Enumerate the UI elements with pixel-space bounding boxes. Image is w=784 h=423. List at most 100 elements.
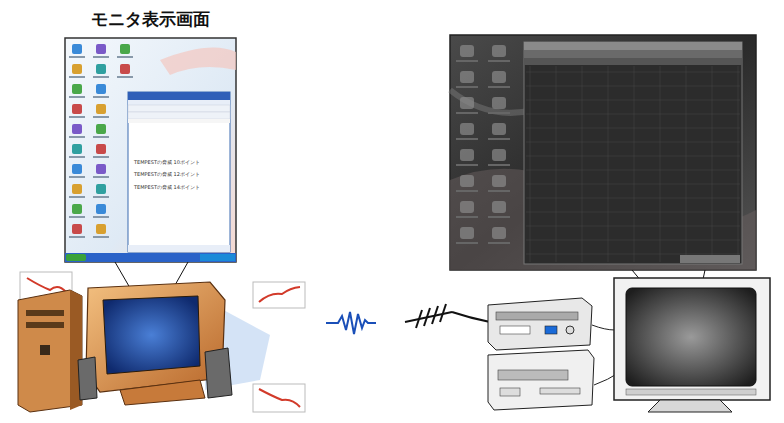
desktop-screenshot bbox=[69, 44, 133, 238]
desktop-screenshot bbox=[93, 196, 109, 198]
desktop-screenshot bbox=[93, 236, 109, 238]
desktop-screenshot bbox=[96, 144, 106, 154]
desktop-screenshot bbox=[72, 224, 82, 234]
desktop-screenshot bbox=[66, 254, 86, 261]
emission-marks bbox=[27, 278, 66, 292]
reconstructed-screen bbox=[524, 42, 742, 264]
desktop-screenshot bbox=[72, 204, 82, 214]
desktop-screenshot bbox=[69, 236, 85, 238]
antenna bbox=[432, 306, 438, 324]
personal-computer bbox=[86, 282, 225, 392]
receiver-devices bbox=[498, 370, 568, 380]
desktop-screenshot bbox=[93, 136, 109, 138]
display-monitor bbox=[626, 288, 756, 386]
display-monitor bbox=[626, 389, 756, 395]
radio-wave bbox=[326, 312, 376, 334]
reconstructed-screen bbox=[492, 45, 506, 57]
screen-text: TEMPESTの脅威 10ポイント bbox=[134, 160, 200, 165]
screen-text: TEMPESTの脅威 12ポイント bbox=[134, 172, 200, 177]
desktop-screenshot bbox=[69, 216, 85, 218]
reconstructed-screen bbox=[526, 184, 740, 185]
desktop-screenshot bbox=[65, 38, 236, 262]
desktop-screenshot bbox=[128, 119, 230, 123]
reconstructed-screen bbox=[492, 149, 506, 161]
antenna bbox=[405, 304, 490, 328]
reconstructed-screen bbox=[526, 114, 740, 115]
reconstructed-screen bbox=[488, 242, 510, 244]
personal-computer bbox=[18, 290, 82, 412]
reconstructed-screen bbox=[608, 66, 609, 262]
receiver-devices bbox=[540, 388, 580, 394]
desktop-screenshot bbox=[128, 112, 230, 119]
desktop-screenshot bbox=[69, 56, 85, 58]
reconstructed-screen bbox=[526, 128, 740, 129]
antenna bbox=[440, 304, 446, 322]
reconstructed-screen bbox=[526, 100, 740, 101]
reconstructed-screen bbox=[680, 255, 740, 263]
personal-computer bbox=[18, 282, 270, 412]
receiver-devices bbox=[488, 298, 592, 350]
desktop-screenshot bbox=[72, 84, 82, 94]
reconstructed-screen bbox=[488, 190, 510, 192]
reconstructed-screen bbox=[492, 123, 506, 135]
reconstructed-screen bbox=[456, 60, 478, 62]
receiver-devices bbox=[500, 388, 520, 396]
personal-computer bbox=[26, 322, 64, 328]
desktop-screenshot bbox=[96, 44, 106, 54]
reconstructed-screen bbox=[526, 142, 740, 143]
desktop-screenshot bbox=[93, 96, 109, 98]
desktop-screenshot bbox=[128, 100, 230, 105]
desktop-screenshot bbox=[93, 216, 109, 218]
figure-title: モニタ表示画面 bbox=[40, 8, 260, 31]
desktop-screenshot bbox=[96, 104, 106, 114]
receiver-devices bbox=[496, 312, 578, 320]
desktop-screenshot bbox=[93, 176, 109, 178]
receiver-devices bbox=[566, 326, 574, 334]
reconstructed-screen bbox=[456, 138, 478, 140]
reconstructed-screen bbox=[526, 66, 740, 262]
reconstructed-screen bbox=[526, 86, 740, 87]
reconstructed-screen bbox=[524, 58, 742, 65]
personal-computer bbox=[78, 357, 97, 400]
emission-marks bbox=[253, 282, 305, 308]
reconstructed-screen bbox=[488, 216, 510, 218]
desktop-screenshot bbox=[69, 96, 85, 98]
desktop-screenshot bbox=[120, 64, 130, 74]
reconstructed-screen bbox=[456, 45, 510, 244]
desktop-screenshot bbox=[96, 204, 106, 214]
reconstructed-screen bbox=[460, 97, 474, 109]
desktop-screenshot bbox=[128, 92, 230, 252]
receiver-devices bbox=[488, 298, 620, 410]
personal-computer bbox=[40, 345, 50, 355]
reconstructed-screen bbox=[712, 66, 713, 262]
desktop-screenshot bbox=[65, 38, 236, 262]
desktop-screenshot bbox=[93, 56, 109, 58]
antenna bbox=[424, 308, 430, 326]
receiver-devices bbox=[500, 326, 530, 334]
desktop-screenshot bbox=[96, 124, 106, 134]
desktop-screenshot bbox=[69, 176, 85, 178]
reconstructed-screen bbox=[460, 175, 474, 187]
reconstructed-screen bbox=[582, 66, 583, 262]
reconstructed-screen bbox=[526, 226, 740, 227]
desktop-screenshot bbox=[96, 224, 106, 234]
reconstructed-screen bbox=[492, 227, 506, 239]
radio-wave bbox=[326, 312, 376, 334]
desktop-screenshot bbox=[72, 64, 82, 74]
reconstructed-screen bbox=[530, 66, 531, 262]
display-monitor bbox=[648, 400, 732, 412]
reconstructed-screen bbox=[460, 149, 474, 161]
reconstructed-screen bbox=[450, 35, 756, 270]
reconstructed-screen bbox=[526, 240, 740, 241]
reconstructed-screen bbox=[456, 164, 478, 166]
reconstructed-screen bbox=[524, 50, 742, 58]
desktop-screenshot bbox=[72, 104, 82, 114]
desktop-screenshot bbox=[93, 76, 109, 78]
reconstructed-screen bbox=[738, 66, 739, 262]
desktop-screenshot bbox=[96, 184, 106, 194]
reconstructed-screen bbox=[460, 123, 474, 135]
reconstructed-screen bbox=[456, 190, 478, 192]
reconstructed-screen bbox=[460, 201, 474, 213]
reconstructed-screen bbox=[526, 156, 740, 157]
